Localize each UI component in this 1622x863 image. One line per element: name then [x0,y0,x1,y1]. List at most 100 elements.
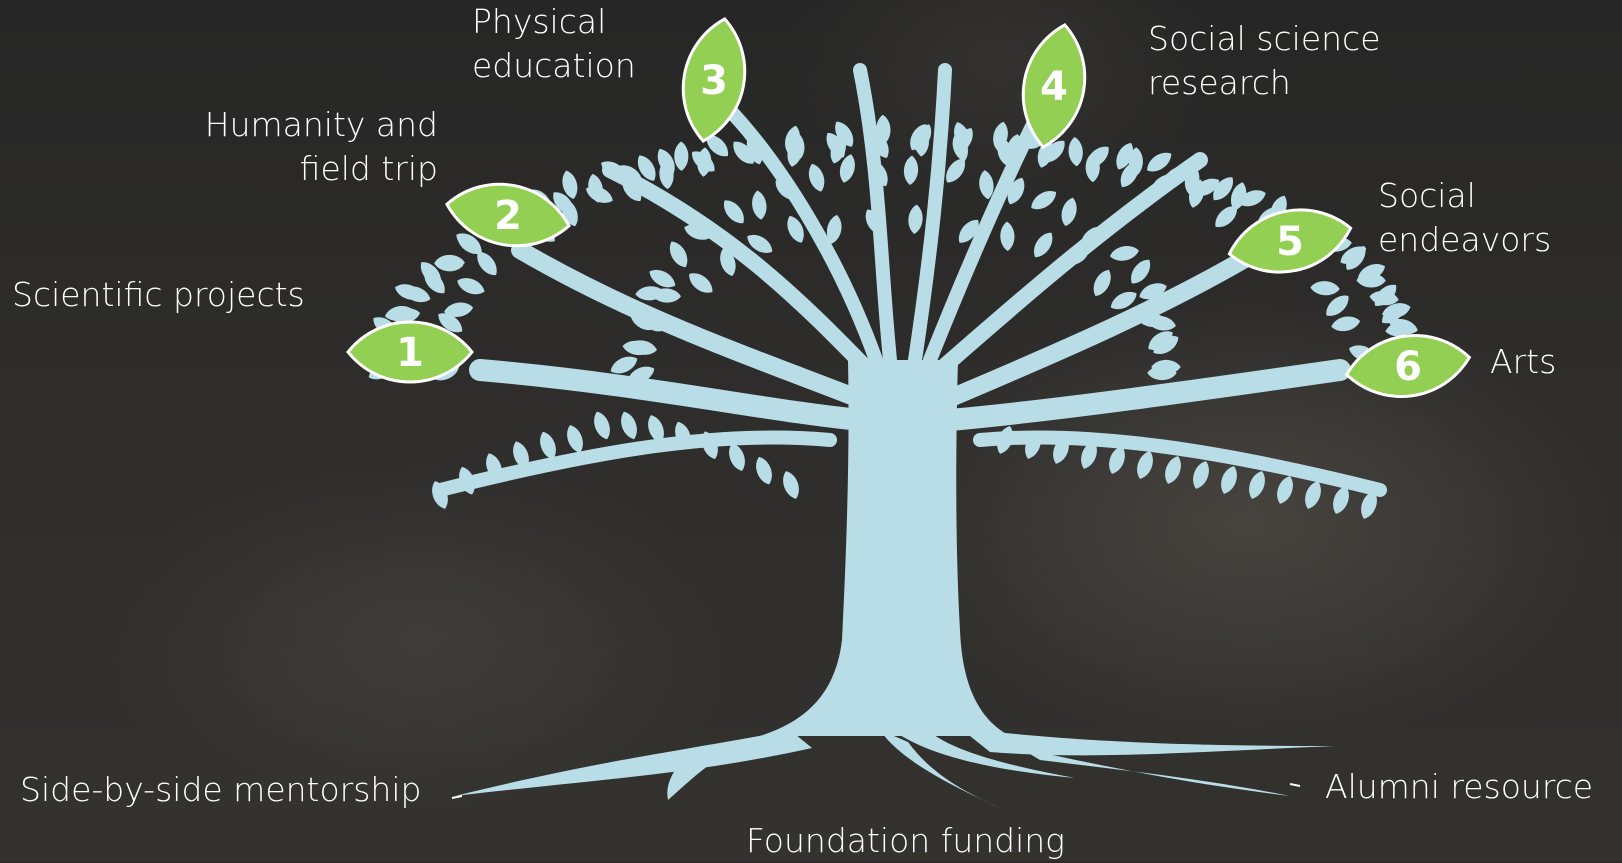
tree-leaf [1109,446,1125,474]
tree-leaf [1193,461,1209,489]
tree-leaf [648,415,664,443]
branch-right-low [939,359,1351,431]
tree-leaf [432,481,448,509]
tree-trunk [760,360,1010,736]
tree-leaf [391,308,421,324]
tree-leaf [657,148,675,176]
tree-leaf [1128,147,1143,177]
tree-leaf [1331,316,1361,332]
tree-leaf [1110,291,1137,310]
numbered-leaf-3: 3 [681,17,747,143]
tree-leaf [733,141,754,164]
tree-leaf [1087,146,1109,168]
tree-leaf [720,247,736,277]
branch-label-2-line-1: Humanity and [204,105,438,144]
branch-label-4: Social science research [1148,17,1381,105]
tree-leaf [1007,177,1025,205]
root-label-left: Side-by-side mentorship [20,768,421,812]
tree-leaf [1361,491,1377,519]
tree-leaf [1215,206,1237,228]
numbered-leaf-5: 5 [1227,208,1353,274]
tree-leaf [1081,441,1097,469]
tree-leaf [1326,295,1349,316]
tree-leaf [702,431,718,460]
tree-leaf [640,310,662,332]
tree-leaf [457,235,482,254]
tree-leaf [1389,319,1418,335]
tree-leaf [808,163,825,192]
tree-trunk-and-branches [433,63,1387,808]
tree-leaf [903,155,919,185]
tree-leaf [1249,471,1265,499]
tree-leaf [1356,273,1386,288]
tree-leaf [1231,182,1247,211]
branch-label-4-line-2: research [1148,63,1291,102]
root-label-right-text: Alumni resource [1325,767,1594,806]
tree-leaf [1163,166,1181,193]
tree-leaf [610,356,638,374]
tree-leaf [1061,248,1089,266]
tree-leaf [729,443,745,471]
leaf-number-4: 4 [1040,64,1068,110]
tree-leaf [775,180,799,200]
tree-leaf [723,200,744,224]
leaf-shape-3 [681,17,747,143]
tree-leaf [839,154,855,183]
tree-leaf [684,224,713,240]
tree-leaf [1137,312,1167,327]
tree-leaf [1374,284,1397,306]
tree-leaf [628,340,657,355]
root-label-left-text: Side-by-side mentorship [20,770,422,809]
tree-leaf [830,135,846,164]
tree-leaf [1068,137,1083,167]
tree-leaf [627,366,655,384]
tree-leaf [540,431,556,460]
tree-leaf [637,155,656,181]
tree-leaf [1277,476,1293,504]
branch-left-droop [433,430,837,497]
numbered-leaf-1: 1 [346,320,474,384]
branch-left-mid [511,241,871,409]
root-center [880,730,1000,808]
tree-leaf [1147,365,1177,381]
tree-leaf [513,441,529,470]
branch-center-left [853,63,897,367]
tree-leaf [1148,331,1173,350]
leaf-shape-6 [1344,334,1472,398]
numbered-leaves: 1 2 3 4 5 6 [346,17,1472,398]
branch-label-1: Scientific projects [12,273,305,317]
tree-leaf [908,204,923,234]
tree-leaf [997,137,1013,167]
leaf-number-3: 3 [700,58,728,104]
branch-label-5-line-1: Social [1378,176,1476,215]
tree-leaf [979,170,994,200]
numbered-leaf-6: 6 [1344,334,1472,398]
leaf-number-1: 1 [396,330,424,376]
root-left [455,730,812,796]
branch-label-5-line-2: endeavors [1378,220,1552,259]
tree-leaf [1109,246,1139,261]
tree-leaf [651,288,681,303]
tree-leaf [958,219,979,243]
tree-leaf [622,177,642,202]
leaf-shape-1 [346,320,474,384]
tree-leaf [1137,451,1153,479]
numbered-leaf-2: 2 [445,182,571,248]
tree-leaf [1053,436,1069,464]
tree-leaf [444,302,474,317]
root-label-right: Alumni resource [1325,765,1593,809]
tree-leaf [1031,191,1057,210]
tree-leaf [1382,303,1411,319]
tree-leaf [1213,177,1234,201]
tree-leaf [706,135,728,157]
root-left-tip [667,752,720,800]
branch-label-6: Arts [1490,340,1556,384]
tree-leaf [674,141,689,171]
tree-leaf [621,411,637,440]
tree-leaf [1193,178,1220,196]
tree-leaf [697,147,712,177]
tree-leaf [477,251,497,276]
tree-leaf [946,158,966,183]
tree-leaf [675,421,691,450]
tree-leaf [1034,232,1053,258]
